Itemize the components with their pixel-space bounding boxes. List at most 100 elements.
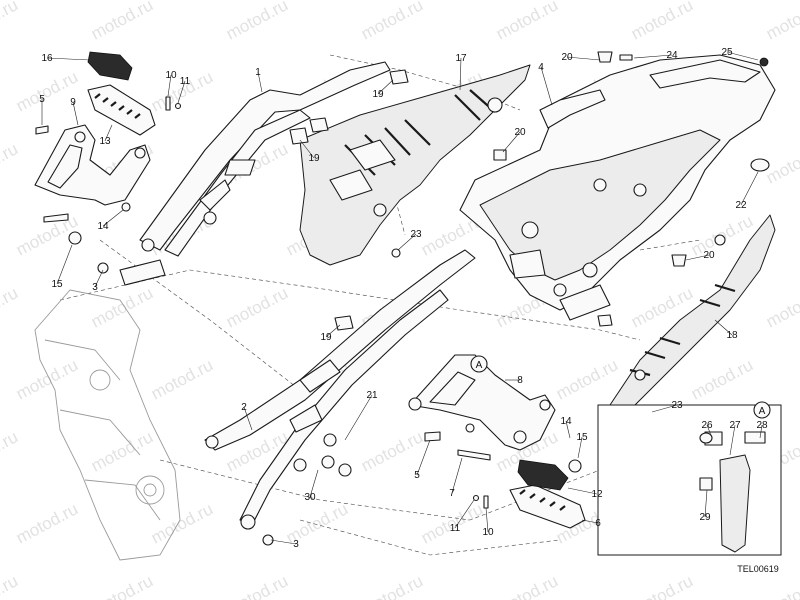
watermark-text: motod.ru xyxy=(88,283,156,331)
watermark-text: motod.ru xyxy=(358,427,426,475)
callout-leader-line xyxy=(540,66,553,106)
callout-leader-line xyxy=(633,54,673,59)
watermark-text: motod.ru xyxy=(763,571,800,600)
part-callout-number: 16 xyxy=(41,53,53,64)
watermark-text: motod.ru xyxy=(763,0,800,44)
detail-marker-inset: A xyxy=(759,406,766,417)
footpeg-upper xyxy=(87,84,156,136)
watermark-text: motod.ru xyxy=(358,571,426,600)
watermark-text: motod.ru xyxy=(763,283,800,331)
callout-leader-line xyxy=(344,394,373,441)
part-callout-number: 14 xyxy=(97,221,109,232)
watermark-text: motod.ru xyxy=(493,0,561,44)
tail-seat-frame xyxy=(459,54,776,321)
part-callout-number: 17 xyxy=(455,53,467,64)
footpeg-rubber-upper xyxy=(87,51,133,81)
part-callout-number: 9 xyxy=(70,97,76,108)
part-callout-number: 23 xyxy=(671,400,683,411)
callout-leader-line xyxy=(685,254,710,261)
part-callout-number: 7 xyxy=(449,488,455,499)
watermark-text: motod.ru xyxy=(148,499,216,547)
watermark-text: motod.ru xyxy=(0,283,21,331)
engine-outline xyxy=(34,289,181,561)
part-callout-number: 15 xyxy=(51,279,63,290)
watermark-text: motod.ru xyxy=(0,139,21,187)
part-callout-number: 3 xyxy=(92,282,98,293)
diagram-code: TEL00619 xyxy=(737,564,779,574)
callout-leader-line xyxy=(740,171,759,206)
part-callout-number: 18 xyxy=(726,330,738,341)
watermark-text: motod.ru xyxy=(148,67,216,115)
part-callout-number: 12 xyxy=(591,489,603,500)
watermark-text: motod.ru xyxy=(493,571,561,600)
callout-leader-line xyxy=(167,74,172,97)
callout-leader-line xyxy=(706,424,713,439)
part-callout-number: 25 xyxy=(721,47,733,58)
watermark-text: motod.ru xyxy=(0,0,21,44)
footpeg-rubber-lower xyxy=(517,459,569,491)
part-callout-number: 19 xyxy=(372,89,384,100)
part-callout-number: 11 xyxy=(180,76,191,87)
part-callout-number: 28 xyxy=(756,420,768,431)
callout-leader-line xyxy=(485,507,489,533)
watermark-text: motod.ru xyxy=(553,355,621,403)
part-callout-number: 14 xyxy=(560,416,572,427)
rear-subframe-left xyxy=(204,249,476,530)
callout-leader-line xyxy=(309,469,319,498)
callout-leader-line xyxy=(581,519,599,524)
part-callout-number: 22 xyxy=(735,200,747,211)
rear-undertray xyxy=(299,64,531,266)
watermark-text: motod.ru xyxy=(223,283,291,331)
callout-leader-line xyxy=(177,80,186,104)
callout-leader-line xyxy=(729,424,736,456)
part-callout-number: 11 xyxy=(450,523,461,534)
part-callout-number: 5 xyxy=(39,94,45,105)
callout-leader-line xyxy=(726,51,759,61)
watermark-text: motod.ru xyxy=(688,355,756,403)
watermark-text: motod.ru xyxy=(13,355,81,403)
part-callout-number: 24 xyxy=(666,50,678,61)
part-callout-number: 20 xyxy=(514,127,526,138)
detail-marker-a: A xyxy=(470,355,488,373)
callout-leader-line xyxy=(651,404,678,413)
part-callout-number: 1 xyxy=(255,67,261,78)
watermark-text: motod.ru xyxy=(223,0,291,44)
callout-leader-line xyxy=(567,487,598,495)
passenger-footpeg-bracket xyxy=(408,354,556,451)
part-callout-number: 20 xyxy=(561,52,573,63)
callout-leader-line xyxy=(714,319,733,336)
part-callout-number: 8 xyxy=(517,375,523,386)
callout-leader-line xyxy=(56,244,73,285)
callout-leader-line xyxy=(577,436,583,459)
side-cover-panel xyxy=(599,214,776,426)
part-callout-number: 15 xyxy=(576,432,588,443)
callout-leader-line xyxy=(104,124,113,142)
watermark-text: motod.ru xyxy=(628,0,696,44)
watermark-text: motod.ru xyxy=(13,67,81,115)
callout-leader-line xyxy=(243,406,253,431)
part-callout-number: 21 xyxy=(366,390,378,401)
part-callout-number: 10 xyxy=(165,70,177,81)
callout-leader-line xyxy=(451,457,463,494)
callout-leader-line xyxy=(257,71,263,93)
watermark-text: motod.ru xyxy=(358,0,426,44)
footpeg-lower xyxy=(509,484,586,529)
callout-leader-line xyxy=(397,233,417,251)
callout-leader-line xyxy=(459,57,462,91)
part-callout-number: 3 xyxy=(293,539,299,550)
callout-leader-line xyxy=(102,209,124,227)
part-callout-number: 5 xyxy=(414,470,420,481)
watermark-text: motod.ru xyxy=(13,499,81,547)
callout-leader-line xyxy=(270,539,297,545)
watermark-text: motod.ru xyxy=(88,0,156,44)
part-callout-number: 30 xyxy=(304,492,316,503)
part-callout-number: 27 xyxy=(729,420,741,431)
callout-leader-line xyxy=(759,424,763,439)
part-callout-number: 19 xyxy=(320,332,332,343)
part-callout-number: 26 xyxy=(701,420,713,431)
rider-footpeg-bracket-left xyxy=(34,124,151,206)
callout-leader-line xyxy=(704,489,708,518)
part-callout-number: 10 xyxy=(482,527,494,538)
part-callout-number: 20 xyxy=(703,250,715,261)
